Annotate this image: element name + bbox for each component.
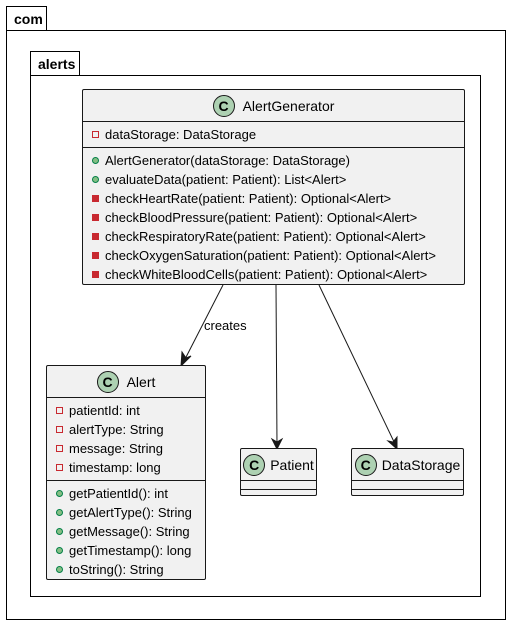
method-row: AlertGenerator(dataStorage: DataStorage)	[92, 151, 464, 170]
private-visibility-icon	[92, 233, 99, 240]
class-icon: C	[243, 453, 266, 476]
private-visibility-icon	[92, 131, 99, 138]
field-text: alertType: String	[69, 422, 164, 437]
method-row: checkOxygenSaturation(patient: Patient):…	[92, 246, 464, 265]
edge-patient	[275, 284, 278, 447]
field-text: timestamp: long	[69, 460, 161, 475]
private-visibility-icon	[92, 195, 99, 202]
method-text: checkOxygenSaturation(patient: Patient):…	[105, 248, 436, 263]
public-visibility-icon	[56, 566, 63, 573]
class-alert[interactable]: C Alert patientId: int alertType: String…	[46, 365, 206, 580]
class-alert-generator-header: C AlertGenerator	[83, 90, 464, 122]
method-text: checkWhiteBloodCells(patient: Patient): …	[105, 267, 428, 282]
public-visibility-icon	[92, 157, 99, 164]
method-text: checkHeartRate(patient: Patient): Option…	[105, 191, 392, 206]
edge-creates-label: creates	[204, 318, 247, 333]
data-storage-methods	[352, 490, 463, 498]
package-com-tab: com	[6, 6, 47, 31]
class-alert-generator[interactable]: C AlertGenerator dataStorage: DataStorag…	[82, 89, 465, 285]
arrowhead-datastorage	[386, 435, 398, 451]
class-patient-name: Patient	[270, 456, 314, 473]
public-visibility-icon	[56, 490, 63, 497]
method-text: AlertGenerator(dataStorage: DataStorage)	[105, 153, 350, 168]
method-text: checkRespiratoryRate(patient: Patient): …	[105, 229, 426, 244]
package-alerts-label: alerts	[38, 56, 76, 72]
method-text: getAlertType(): String	[69, 505, 192, 520]
data-storage-fields	[352, 481, 463, 490]
field-text: message: String	[69, 441, 163, 456]
field-row: alertType: String	[56, 420, 205, 439]
method-row: getPatientId(): int	[56, 484, 205, 503]
private-visibility-icon	[56, 407, 63, 414]
class-alert-header: C Alert	[47, 366, 205, 398]
private-visibility-icon	[92, 252, 99, 259]
class-alert-generator-name: AlertGenerator	[242, 97, 335, 114]
method-row: checkWhiteBloodCells(patient: Patient): …	[92, 265, 464, 284]
private-visibility-icon	[56, 464, 63, 471]
method-text: getPatientId(): int	[69, 486, 168, 501]
method-row: getMessage(): String	[56, 522, 205, 541]
field-row: dataStorage: DataStorage	[92, 125, 464, 144]
method-text: getTimestamp(): long	[69, 543, 192, 558]
public-visibility-icon	[92, 176, 99, 183]
class-data-storage-header: C DataStorage	[352, 449, 463, 481]
class-icon: C	[354, 453, 377, 476]
method-row: getTimestamp(): long	[56, 541, 205, 560]
class-alert-name: Alert	[126, 373, 156, 390]
public-visibility-icon	[56, 528, 63, 535]
arrowhead-patient	[270, 437, 284, 451]
field-text: dataStorage: DataStorage	[105, 127, 257, 142]
private-visibility-icon	[92, 271, 99, 278]
alert-generator-methods: AlertGenerator(dataStorage: DataStorage)…	[83, 147, 464, 287]
public-visibility-icon	[56, 509, 63, 516]
patient-fields	[241, 481, 316, 490]
method-row: getAlertType(): String	[56, 503, 205, 522]
field-row: timestamp: long	[56, 458, 205, 477]
method-row: checkHeartRate(patient: Patient): Option…	[92, 189, 464, 208]
arrowhead-alert	[180, 350, 192, 368]
package-com-label: com	[14, 11, 43, 27]
class-patient-header: C Patient	[241, 449, 316, 481]
class-patient[interactable]: C Patient	[240, 448, 317, 496]
alert-fields: patientId: int alertType: String message…	[47, 398, 205, 480]
private-visibility-icon	[92, 214, 99, 221]
class-data-storage-name: DataStorage	[381, 456, 461, 473]
private-visibility-icon	[56, 426, 63, 433]
method-text: getMessage(): String	[69, 524, 190, 539]
method-row: checkRespiratoryRate(patient: Patient): …	[92, 227, 464, 246]
class-icon: C	[96, 370, 119, 393]
method-text: checkBloodPressure(patient: Patient): Op…	[105, 210, 418, 225]
method-row: evaluateData(patient: Patient): List<Ale…	[92, 170, 464, 189]
public-visibility-icon	[56, 547, 63, 554]
edge-datastorage	[318, 284, 397, 447]
class-icon: C	[212, 94, 235, 117]
class-data-storage[interactable]: C DataStorage	[351, 448, 464, 496]
field-text: patientId: int	[69, 403, 140, 418]
patient-methods	[241, 490, 316, 498]
alert-methods: getPatientId(): int getAlertType(): Stri…	[47, 480, 205, 582]
field-row: message: String	[56, 439, 205, 458]
edge-creates	[182, 284, 224, 364]
package-alerts-tab: alerts	[30, 51, 80, 76]
private-visibility-icon	[56, 445, 63, 452]
alert-generator-fields: dataStorage: DataStorage	[83, 122, 464, 147]
method-text: toString(): String	[69, 562, 164, 577]
method-text: evaluateData(patient: Patient): List<Ale…	[105, 172, 347, 187]
field-row: patientId: int	[56, 401, 205, 420]
method-row: toString(): String	[56, 560, 205, 579]
method-row: checkBloodPressure(patient: Patient): Op…	[92, 208, 464, 227]
